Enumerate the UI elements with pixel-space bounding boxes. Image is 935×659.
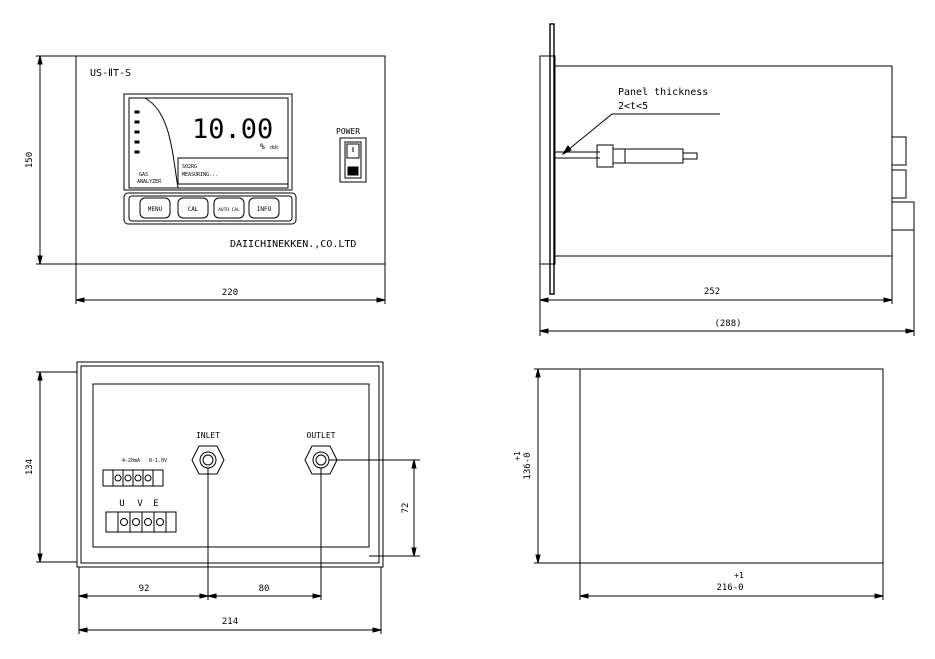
rear-view: INLET OUTLET 4-20mA 0-1.0V U bbox=[25, 361, 420, 634]
key-auto-cal[interactable]: AUTO CAL bbox=[213, 197, 245, 219]
front-panel-outline bbox=[75, 55, 386, 265]
cutout-height-tol-minus: -0 bbox=[523, 452, 533, 463]
connector-icon bbox=[891, 201, 915, 231]
inlet-port bbox=[191, 445, 225, 475]
display-bezel bbox=[123, 93, 293, 191]
key-menu[interactable]: MENU bbox=[139, 197, 171, 219]
cutout-width-tol-minus: -0 bbox=[733, 583, 744, 593]
output-label-current: 4-20mA bbox=[122, 458, 140, 464]
auto-cal-button-label: AUTO CAL bbox=[218, 207, 240, 213]
message-box bbox=[177, 157, 289, 185]
mounting-bracket bbox=[555, 144, 698, 168]
output-label-voltage: 0-1.0V bbox=[149, 458, 167, 464]
rear-mid-value: 80 bbox=[259, 584, 270, 594]
terminal-label-u: U bbox=[119, 499, 124, 509]
rear-outline bbox=[76, 361, 384, 568]
rear-width-value: 214 bbox=[222, 617, 238, 627]
power-switch-on-side bbox=[346, 143, 360, 159]
front-height-value: 150 bbox=[25, 152, 35, 168]
display-screen bbox=[128, 97, 289, 189]
rear-plate bbox=[92, 383, 370, 548]
power-switch[interactable] bbox=[339, 137, 367, 183]
side-dim-total: (288) bbox=[539, 240, 915, 336]
cutout-view: 136-0 +1 +1 216-0 bbox=[513, 368, 884, 600]
front-dim-width: 220 bbox=[75, 264, 386, 304]
led-icon bbox=[134, 130, 140, 134]
cutout-width-value: 216 bbox=[716, 583, 732, 593]
rear-height-value: 134 bbox=[25, 459, 35, 475]
inlet-label: INLET bbox=[196, 431, 220, 440]
svg-text:216-0: 216-0 bbox=[716, 583, 743, 593]
terminal-label-e: E bbox=[153, 499, 158, 509]
message-line: MEASURING... bbox=[182, 172, 218, 178]
cal-button[interactable] bbox=[177, 197, 209, 219]
company-label: DAIICHINEKKEN.,CO.LTD bbox=[230, 239, 356, 250]
cutout-height-value: 136 bbox=[523, 463, 533, 479]
outlet-label: OUTLET bbox=[307, 431, 336, 440]
panel-thickness-range: 2<t<5 bbox=[618, 101, 648, 112]
status-leds bbox=[134, 110, 140, 154]
port-height-value: 72 bbox=[401, 503, 411, 514]
panel-cutout bbox=[579, 368, 884, 564]
connector-icon bbox=[891, 169, 907, 199]
menu-button[interactable] bbox=[139, 197, 171, 219]
output-terminal-block bbox=[102, 469, 164, 487]
front-view: US-ⅡT-S GAS ANALYZER 10.00 % ddc SO2RG M… bbox=[25, 55, 386, 304]
key-bar-inner bbox=[128, 195, 293, 222]
side-bezel bbox=[539, 55, 556, 265]
front-width-value: 220 bbox=[222, 288, 238, 298]
key-bar bbox=[123, 192, 297, 225]
info-button[interactable] bbox=[248, 197, 280, 219]
cutout-dim-width: +1 216-0 bbox=[579, 563, 884, 600]
mounting-panel bbox=[549, 23, 555, 295]
svg-text:136-0: 136-0 bbox=[523, 452, 533, 479]
side-total-value: (288) bbox=[714, 319, 741, 329]
led-icon bbox=[134, 140, 140, 144]
power-switch-off-side bbox=[347, 166, 359, 176]
front-dim-height: 150 bbox=[25, 55, 76, 265]
key-info[interactable]: INFO bbox=[248, 197, 280, 219]
menu-button-label: MENU bbox=[148, 206, 163, 213]
panel-thickness-leader bbox=[562, 113, 720, 155]
rear-outline-inner bbox=[80, 365, 380, 564]
power-switch-rocker[interactable] bbox=[344, 141, 362, 179]
message-line: SO2RG bbox=[182, 164, 197, 170]
display-curve bbox=[144, 97, 179, 189]
led-icon bbox=[134, 120, 140, 124]
cutout-width-tol-plus: +1 bbox=[734, 571, 744, 580]
reading-unit: % bbox=[260, 142, 265, 151]
side-body bbox=[554, 65, 893, 257]
model-label: US-ⅡT-S bbox=[90, 68, 131, 79]
rear-dim-height: 134 bbox=[25, 371, 77, 563]
panel-thickness-note: Panel thickness bbox=[618, 87, 708, 98]
led-icon bbox=[134, 150, 140, 154]
led-icon bbox=[134, 110, 140, 114]
reading-unit-sub: ddc bbox=[270, 145, 279, 151]
side-depth-value: 252 bbox=[704, 287, 720, 297]
key-cal[interactable]: CAL bbox=[177, 197, 209, 219]
cal-button-label: CAL bbox=[188, 206, 199, 213]
side-dim-depth: 252 bbox=[539, 256, 893, 336]
reading-value: 10.00 bbox=[192, 114, 273, 145]
connector-icon bbox=[891, 136, 907, 166]
rear-left-value: 92 bbox=[139, 584, 150, 594]
rear-dim-width: 214 bbox=[78, 567, 382, 634]
info-button-label: INFO bbox=[257, 206, 272, 213]
power-label: POWER bbox=[336, 127, 360, 136]
power-switch-frame[interactable] bbox=[339, 137, 367, 183]
side-label: ANALYZER bbox=[137, 179, 162, 185]
side-label: GAS bbox=[139, 172, 148, 178]
side-view: Panel thickness 2<t<5 252 (288) bbox=[539, 23, 915, 336]
terminal-label-v: V bbox=[137, 499, 143, 509]
rear-dim-port-height: 72 bbox=[329, 459, 420, 557]
cutout-dim-height: 136-0 +1 bbox=[513, 368, 580, 564]
rear-dim-ports: 92 80 bbox=[78, 468, 322, 634]
power-terminal-block bbox=[105, 511, 177, 533]
auto-cal-button[interactable] bbox=[213, 197, 245, 219]
cutout-height-tol-plus: +1 bbox=[513, 451, 522, 461]
